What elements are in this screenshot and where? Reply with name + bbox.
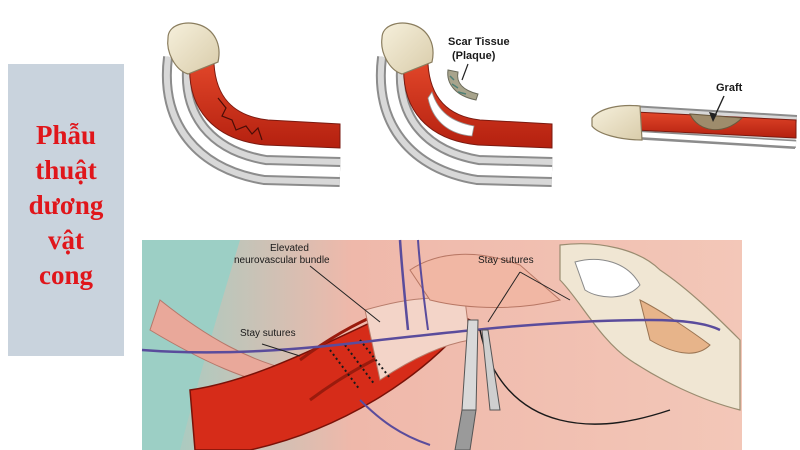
sidebar-title-panel (8, 64, 124, 356)
title-line: cong (39, 260, 93, 290)
label-elevated: Elevated (270, 243, 309, 254)
surgical-illustration (141, 239, 742, 450)
label-neurovascular-bundle: neurovascular bundle (234, 255, 330, 266)
title-line: dương (28, 190, 104, 220)
label-scar-tissue: Scar Tissue (448, 36, 510, 48)
label-plaque: (Plaque) (452, 50, 496, 62)
label-stay-sutures-right: Stay sutures (478, 255, 534, 266)
label-graft: Graft (716, 82, 743, 94)
title-line: Phẫu (35, 120, 97, 150)
title-line: thuật (35, 155, 97, 185)
diagram-curved-shaft (161, 22, 341, 187)
label-stay-sutures-left: Stay sutures (240, 328, 296, 339)
diagram-plaque-removed (375, 22, 553, 187)
page-title: Phẫu thuật dương vật cong (8, 118, 124, 293)
diagram-graft (591, 95, 798, 149)
title-line: vật (48, 225, 84, 255)
